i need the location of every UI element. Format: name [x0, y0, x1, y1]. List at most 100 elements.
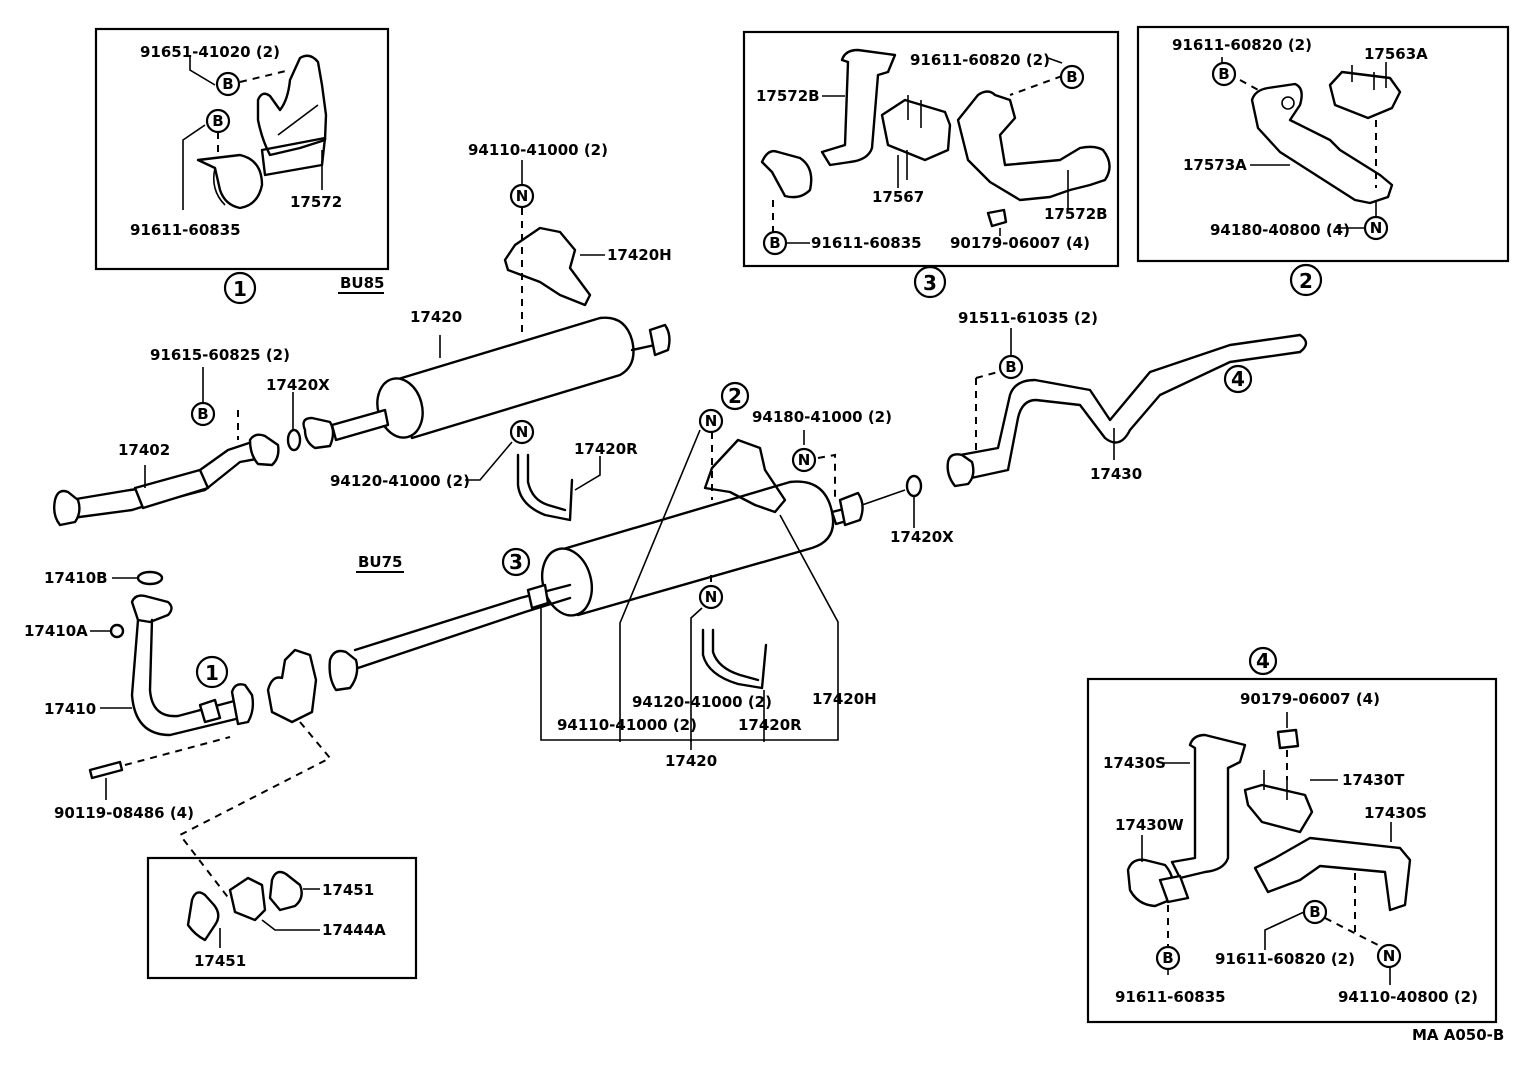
detail-ref-1-top: 1: [223, 271, 257, 305]
nut-marker-flange-bu75: N: [791, 447, 817, 473]
tail-pipe-17430: [958, 333, 1302, 457]
nut-marker-2: N: [1363, 215, 1389, 241]
part-label-17451-right: 17451: [322, 881, 374, 899]
part-label-94120-41000-bu75: 94120-41000 (2): [632, 693, 772, 711]
part-label-17430t: 17430T: [1342, 771, 1405, 789]
detail-ref-2-main: 2: [720, 381, 750, 411]
variant-label-bu75: BU75: [358, 553, 403, 571]
svg-text:1: 1: [233, 277, 247, 301]
nut-90179-i4: [1276, 728, 1300, 750]
part-label-17410b: 17410B: [44, 569, 108, 587]
muffler-17420-bu75: [558, 480, 835, 617]
part-label-17573a: 17573A: [1183, 156, 1247, 174]
nut-marker-hanger-bu75: N: [698, 408, 724, 434]
inset-2-box: [1136, 25, 1510, 263]
muffler-17420-bu85: [393, 316, 635, 440]
part-label-17430w: 17430W: [1115, 816, 1184, 834]
svg-text:N: N: [705, 412, 718, 430]
svg-text:B: B: [1005, 358, 1016, 376]
svg-text:4: 4: [1256, 649, 1270, 673]
part-label-17430: 17430: [1090, 465, 1142, 483]
svg-text:B: B: [1218, 65, 1229, 83]
part-label-91611-60820-i3: 91611-60820 (2): [910, 51, 1050, 69]
nut-marker-4: N: [1376, 943, 1402, 969]
part-label-94110-40800: 94110-40800 (2): [1338, 988, 1478, 1006]
mount-17430t: [1243, 783, 1314, 834]
inset-1-box: [94, 27, 390, 271]
front-pipe-17402: [133, 468, 210, 510]
clamp-3: [760, 149, 813, 199]
bolt-marker-3b: B: [762, 230, 788, 256]
gasket-17451-left: [186, 891, 220, 942]
part-label-17410: 17410: [44, 700, 96, 718]
bracket-17573a: [1250, 82, 1394, 205]
part-label-91615-60825: 91615-60825 (2): [150, 346, 290, 364]
gasket-ring-17410b: [136, 570, 164, 586]
bracket-17572b-right: [956, 90, 1111, 202]
hanger-17420h-bu75: [703, 438, 787, 514]
part-label-17420r-bu75: 17420R: [738, 716, 802, 734]
detail-ref-3-main: 3: [501, 547, 531, 577]
bolt-marker-label: B: [212, 112, 223, 130]
bolt-marker-label: B: [222, 75, 233, 93]
part-label-94110-41000-bu85: 94110-41000 (2): [468, 141, 608, 159]
nut-marker-clamp-bu85: N: [509, 419, 535, 445]
part-label-17572: 17572: [290, 193, 342, 211]
part-label-17563a: 17563A: [1364, 45, 1428, 63]
clamp-17420r-bu85: [516, 453, 574, 522]
part-label-91611-60820-i4: 91611-60820 (2): [1215, 950, 1355, 968]
converter-body: [266, 648, 318, 724]
clamp-shape: [196, 153, 264, 210]
part-label-90119-08486: 90119-08486 (4): [54, 804, 194, 822]
part-label-94180-40800: 94180-40800 (4): [1210, 221, 1350, 239]
inset-gasket-box: [146, 856, 418, 980]
part-label-91611-60835: 91611-60835: [130, 221, 241, 239]
bolt-marker-2: B: [1211, 61, 1237, 87]
inset-4-box: [1086, 677, 1498, 1024]
svg-text:2: 2: [728, 384, 742, 408]
part-label-91651-41020: 91651-41020 (2): [140, 43, 280, 61]
part-label-17451-left: 17451: [194, 952, 246, 970]
svg-text:B: B: [197, 405, 208, 423]
hanger-17420h-bu85: [503, 226, 592, 307]
part-label-17430s-right: 17430S: [1364, 804, 1427, 822]
svg-text:1: 1: [205, 661, 219, 685]
bolt-marker-1a: B: [215, 71, 241, 97]
part-label-17420h-bu85: 17420H: [607, 246, 672, 264]
part-label-17572b-left: 17572B: [756, 87, 820, 105]
part-label-91611-60835-i4: 91611-60835: [1115, 988, 1226, 1006]
part-label-94180-41000: 94180-41000 (2): [752, 408, 892, 426]
svg-text:N: N: [705, 588, 718, 606]
bolt-marker-3a: B: [1059, 64, 1085, 90]
svg-text:3: 3: [509, 550, 523, 574]
mount-17567: [880, 98, 952, 162]
svg-text:N: N: [1370, 219, 1383, 237]
nut-90179: [986, 208, 1008, 228]
exhaust-pipe-17410: [130, 618, 242, 737]
part-label-17420x-bu75: 17420X: [890, 528, 954, 546]
nut-marker-hanger-bu85: N: [509, 183, 535, 209]
center-pipe-bu75: [353, 583, 572, 652]
bolt-marker-4a: B: [1155, 945, 1181, 971]
svg-text:B: B: [1162, 949, 1173, 967]
plate-17444a: [228, 876, 267, 922]
gasket-17451-right: [268, 870, 303, 912]
part-label-17567: 17567: [872, 188, 924, 206]
bolt-marker-1b: B: [205, 108, 231, 134]
part-label-91511-61035: 91511-61035 (2): [958, 309, 1098, 327]
part-label-17420r-bu85: 17420R: [574, 440, 638, 458]
svg-text:N: N: [798, 451, 811, 469]
drawing-code: MA A050-B: [1412, 1026, 1504, 1044]
svg-text:N: N: [1383, 947, 1396, 965]
bracket-17430s-right: [1253, 836, 1412, 912]
svg-text:3: 3: [923, 271, 937, 295]
bracket-17572b-left: [820, 48, 897, 167]
part-label-90179-06007-i4: 90179-06007 (4): [1240, 690, 1380, 708]
part-label-94110-41000-bu75: 94110-41000 (2): [557, 716, 697, 734]
part-label-91611-60835-i3: 91611-60835: [811, 234, 922, 252]
bolt-marker-4b: B: [1302, 899, 1328, 925]
part-label-17572b-right: 17572B: [1044, 205, 1108, 223]
bolt-marker-flange-bu85: B: [190, 401, 216, 427]
nut-marker-clamp-bu75: N: [698, 584, 724, 610]
part-label-90179-06007-i3: 90179-06007 (4): [950, 234, 1090, 252]
